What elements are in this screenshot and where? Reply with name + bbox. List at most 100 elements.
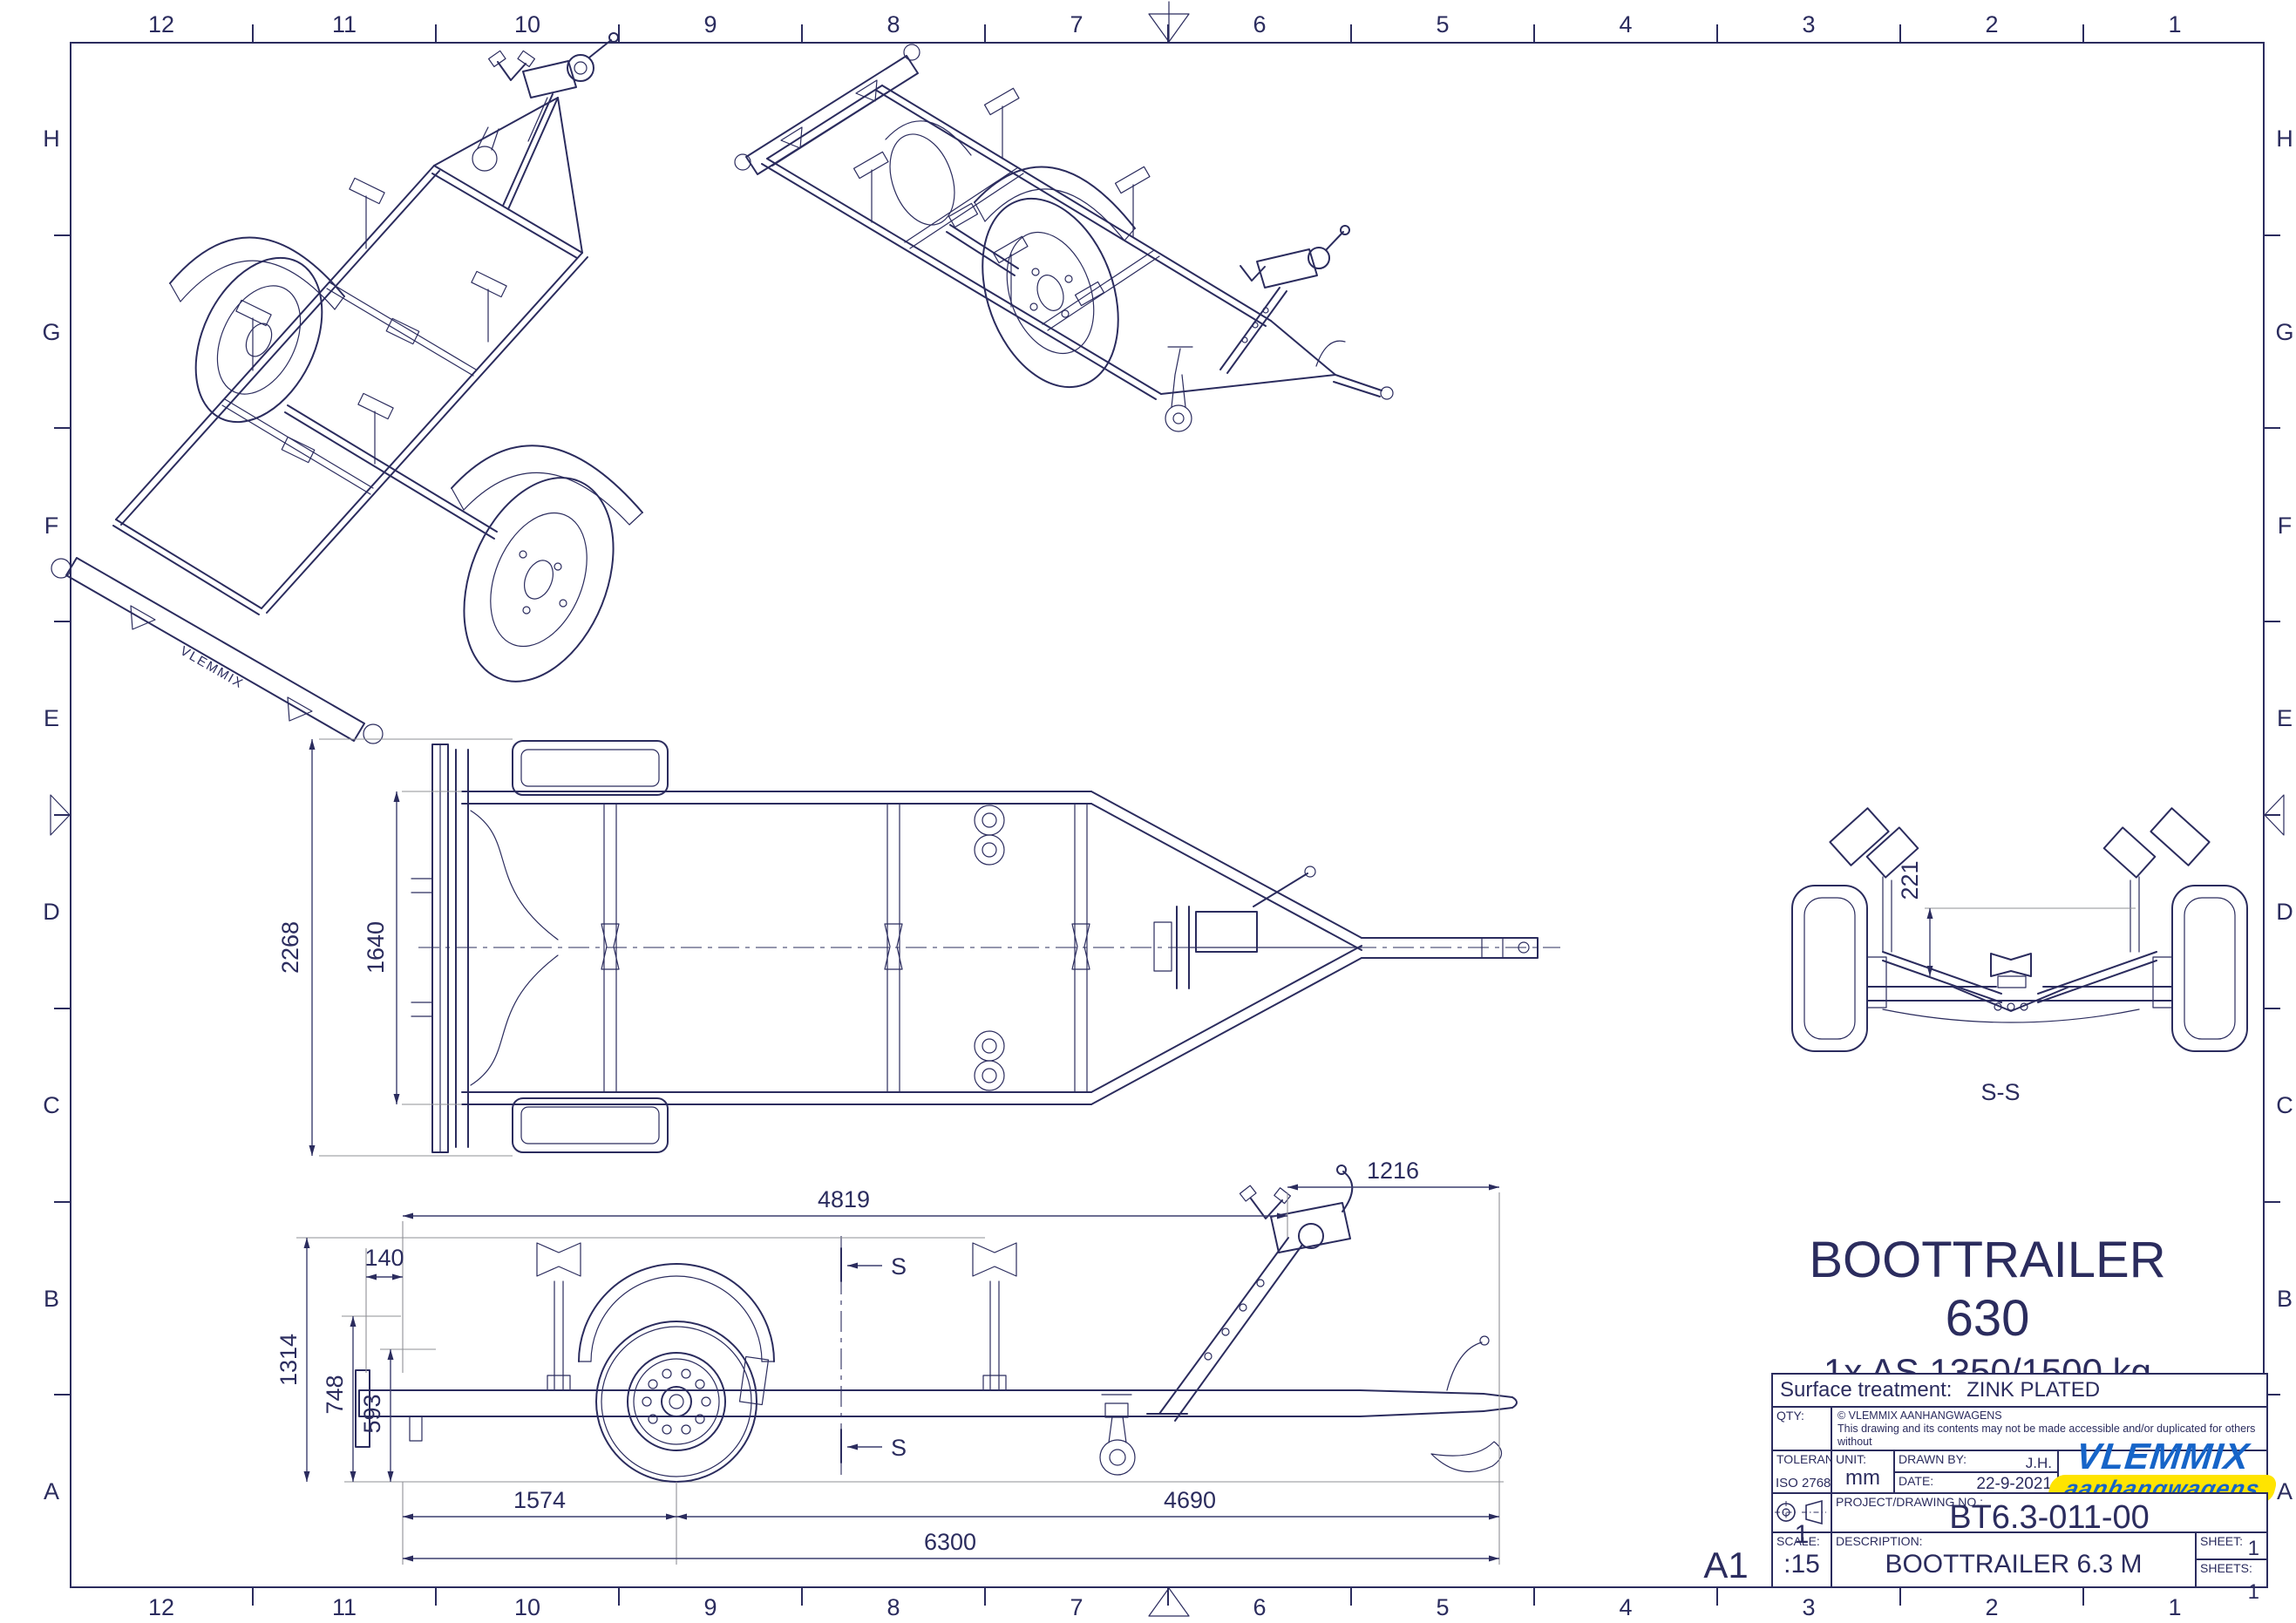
titleblock-surface-row: Surface treatment: ZINK PLATED (1771, 1373, 2268, 1408)
copyright-line1: © VLEMMIX AANHANGWAGENS (1837, 1409, 2002, 1422)
dim-side-748: 748 (322, 1375, 348, 1414)
zone-number-bottom: 12 (147, 1594, 175, 1620)
zone-letter-right: G (2275, 319, 2294, 345)
dim-side-593: 593 (359, 1394, 385, 1433)
zone-letter-left: H (43, 126, 60, 152)
zone-number-bottom: 5 (1436, 1594, 1450, 1620)
surface-treatment-value: ZINK PLATED (1967, 1378, 2101, 1402)
zone-number-bottom: 4 (1619, 1594, 1633, 1620)
zone-number-bottom: 2 (1985, 1594, 1999, 1620)
sheets-label: SHEETS: (2200, 1561, 2252, 1575)
zone-number-bottom: 11 (331, 1594, 357, 1620)
project-no-value: BT6.3-011-00 (1949, 1499, 2150, 1536)
titleblock-tolerance-cell: TOLERANCE: ISO 2768-MK (1771, 1450, 1855, 1494)
zone-number-top: 8 (886, 11, 900, 37)
zone-number-top: 1 (2168, 11, 2182, 37)
titleblock-logo-cell: VLEMMIX aanhangwagens (2046, 1436, 2279, 1504)
titleblock-sheet-cell: SHEET: 1 (2195, 1531, 2268, 1560)
copyright-line2: This drawing and its contents may not be… (1837, 1423, 2256, 1448)
zone-number-top: 10 (513, 11, 541, 37)
zone-letter-left: A (43, 1478, 59, 1504)
section-title: S-S (1980, 1079, 2020, 1105)
zone-number-bottom: 6 (1253, 1594, 1267, 1620)
scale-label: SCALE: (1776, 1534, 1820, 1548)
zone-letter-left: B (43, 1286, 59, 1312)
zone-number-top: 5 (1436, 11, 1450, 37)
centering-mark-bottom (1148, 1587, 1190, 1617)
drawn-by-value: J.H. (2025, 1455, 2052, 1471)
view-section-ss: 221 S-S (1791, 807, 2248, 1105)
zone-number-bottom: 8 (886, 1594, 900, 1620)
drawing-title-line1: BOOTTRAILER 630 (1809, 1232, 2166, 1347)
drawing-title: BOOTTRAILER 630 1x AS 1350/1500 kg (1761, 1231, 2214, 1393)
zone-number-bottom: 9 (703, 1594, 717, 1620)
unit-value: mm (1845, 1466, 1880, 1490)
vlemmix-logo-name: VLEMMIX (2074, 1436, 2252, 1477)
drawn-by-label: DRAWN BY: (1899, 1452, 1967, 1466)
dim-side-140: 140 (364, 1245, 404, 1271)
dim-plan-outer: 2268 (277, 921, 303, 974)
titleblock-sheets-cell: SHEETS: 1 (2195, 1558, 2268, 1604)
sheet-value: 1 (2247, 1537, 2259, 1560)
zone-letter-right: C (2276, 1092, 2293, 1118)
zone-number-top: 3 (1802, 11, 1816, 37)
dim-side-4819: 4819 (818, 1186, 870, 1212)
tolerance-label: TOLERANCE: (1776, 1452, 1855, 1466)
qty-label: QTY: (1776, 1409, 1804, 1423)
dim-side-6300: 6300 (924, 1529, 976, 1555)
surface-treatment-label: Surface treatment: (1780, 1378, 1953, 1402)
brand-embossed-text: VLEMMIX (178, 643, 247, 691)
zone-letter-left: G (42, 319, 61, 345)
zone-number-bottom: 3 (1802, 1594, 1816, 1620)
titleblock-scale-cell: SCALE: 1 :15 (1771, 1520, 1832, 1588)
centering-mark-top (1148, 1, 1190, 43)
zone-number-top: 9 (703, 11, 717, 37)
zone-letter-right: A (2276, 1478, 2293, 1504)
zone-letter-right: E (2276, 705, 2293, 731)
view-plan: 2268 1640 (277, 738, 1560, 1157)
dim-side-1216: 1216 (1367, 1158, 1419, 1184)
centering-mark-right (2264, 794, 2285, 836)
centering-mark-left (50, 794, 71, 836)
dim-side-1574: 1574 (513, 1487, 566, 1513)
vlemmix-logo: VLEMMIX aanhangwagens (2046, 1436, 2279, 1504)
zone-letter-left: D (43, 899, 60, 925)
date-label: DATE: (1899, 1474, 1934, 1488)
sheet-format-label: A1 (1703, 1545, 1749, 1586)
zone-number-bottom: 1 (2168, 1594, 2182, 1620)
titleblock-date-cell: DATE: 22-9-2021 (1893, 1471, 2059, 1494)
scale-value: 1 :15 (1783, 1520, 1820, 1579)
project-no-label: PROJECT/DRAWING NO.: (1836, 1495, 1984, 1509)
zone-number-top: 6 (1253, 11, 1267, 37)
titleblock-description-cell: DESCRIPTION: BOOTTRAILER 6.3 M (1831, 1531, 2197, 1588)
drawing-frame (70, 42, 2265, 1588)
section-cut-label-bottom: S (891, 1435, 907, 1461)
first-angle-projection-icon (1775, 1499, 1826, 1525)
date-value: 22-9-2021 (1976, 1475, 2052, 1493)
zone-letter-right: F (2277, 513, 2293, 539)
titleblock-drawnby-cell: DRAWN BY: J.H. (1893, 1450, 2059, 1473)
zone-letter-left: C (43, 1092, 60, 1118)
titleblock-projection-cell (1771, 1492, 1832, 1533)
dim-side-1314: 1314 (275, 1334, 302, 1386)
sheets-value: 1 (2247, 1580, 2259, 1604)
zone-letter-right: H (2276, 126, 2293, 152)
zone-number-top: 4 (1619, 11, 1633, 37)
view-isometric-rear-right (734, 44, 1394, 432)
dim-plan-inner: 1640 (363, 921, 389, 974)
titleblock-projectno-cell: PROJECT/DRAWING NO.: BT6.3-011-00 (1831, 1492, 2268, 1536)
dim-side-4690: 4690 (1164, 1487, 1216, 1513)
zone-letter-left: E (43, 705, 59, 731)
titleblock-qty-cell: QTY: (1771, 1406, 1832, 1451)
zone-number-top: 12 (147, 11, 175, 37)
section-cut-label-top: S (891, 1253, 907, 1280)
zone-number-top: 2 (1985, 11, 1999, 37)
zone-number-bottom: 7 (1070, 1594, 1083, 1620)
zone-number-top: 7 (1070, 11, 1083, 37)
dim-section-221: 221 (1897, 860, 1923, 900)
zone-letter-right: B (2276, 1286, 2293, 1312)
zone-letter-left: F (44, 513, 59, 539)
zone-letter-right: D (2276, 899, 2293, 925)
